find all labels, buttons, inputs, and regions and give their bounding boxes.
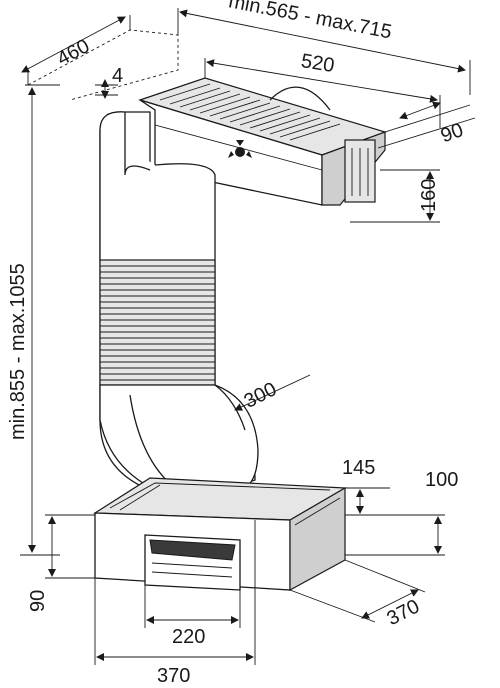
fan-icon [228, 140, 252, 158]
vertical-duct [99, 111, 259, 496]
label-145: 145 [342, 457, 375, 479]
label-460: 460 [53, 35, 93, 70]
flexible-duct-section [99, 259, 216, 386]
hood-unit [27, 29, 387, 206]
label-565-715: min.565 - max.715 [227, 0, 394, 43]
label-220: 220 [172, 626, 205, 648]
label-520: 520 [299, 50, 335, 77]
label-4: 4 [112, 65, 123, 87]
label-370-right: 370 [383, 595, 423, 630]
label-855-1055: min.855 - max.1055 [7, 263, 29, 440]
label-160: 160 [418, 179, 440, 212]
label-90-bottom: 90 [27, 590, 49, 612]
label-370-bottom: 370 [157, 665, 190, 687]
base-unit [93, 477, 348, 592]
duct-elbow [99, 384, 259, 493]
label-90-top: 90 [438, 119, 466, 147]
ceiling-reference-outline [27, 29, 179, 101]
label-300: 300 [241, 378, 281, 413]
dimension-lines [20, 8, 476, 665]
label-100: 100 [425, 469, 458, 491]
